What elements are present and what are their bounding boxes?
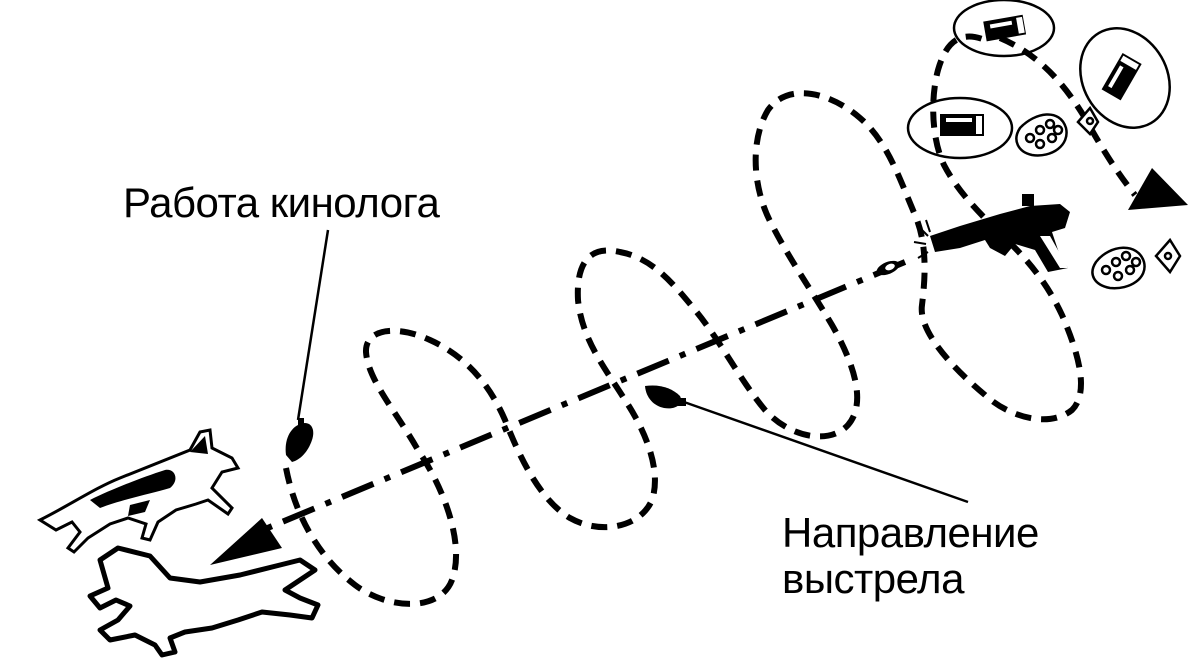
pointing-hand-icon xyxy=(645,385,686,409)
casing-group-left xyxy=(906,96,1014,160)
pointing-hand-icon xyxy=(285,418,314,462)
shot-direction-label-line2: выстрела xyxy=(782,555,964,602)
shot-direction-label: Направление выстрела xyxy=(782,510,1039,602)
shell-casing-icon xyxy=(940,114,984,136)
bullet-icon xyxy=(876,260,900,276)
shoe-print-icon xyxy=(1015,105,1100,157)
body-outline-icon xyxy=(87,545,321,658)
shell-casing-icon xyxy=(983,14,1027,42)
dog-search-path xyxy=(283,33,1084,607)
casing-path xyxy=(998,35,1138,197)
casing-arrowhead xyxy=(1128,168,1188,210)
shoe-print-icon xyxy=(1091,237,1182,290)
muzzle-flash-icon xyxy=(913,219,931,259)
trajectory-arrowhead xyxy=(210,518,282,565)
shot-trajectory-line xyxy=(256,259,907,535)
dog-handler-label: Работа кинолога xyxy=(123,179,440,226)
shell-casing-icon xyxy=(1101,52,1142,101)
dog-icon xyxy=(36,428,241,554)
dog-label-leader xyxy=(296,229,330,421)
pistol-icon xyxy=(930,194,1070,272)
shot-direction-label-line1: Направление xyxy=(782,509,1039,556)
shot-label-leader xyxy=(683,400,969,504)
casing-group-top xyxy=(952,0,1056,58)
casing-group-right xyxy=(1079,27,1171,129)
